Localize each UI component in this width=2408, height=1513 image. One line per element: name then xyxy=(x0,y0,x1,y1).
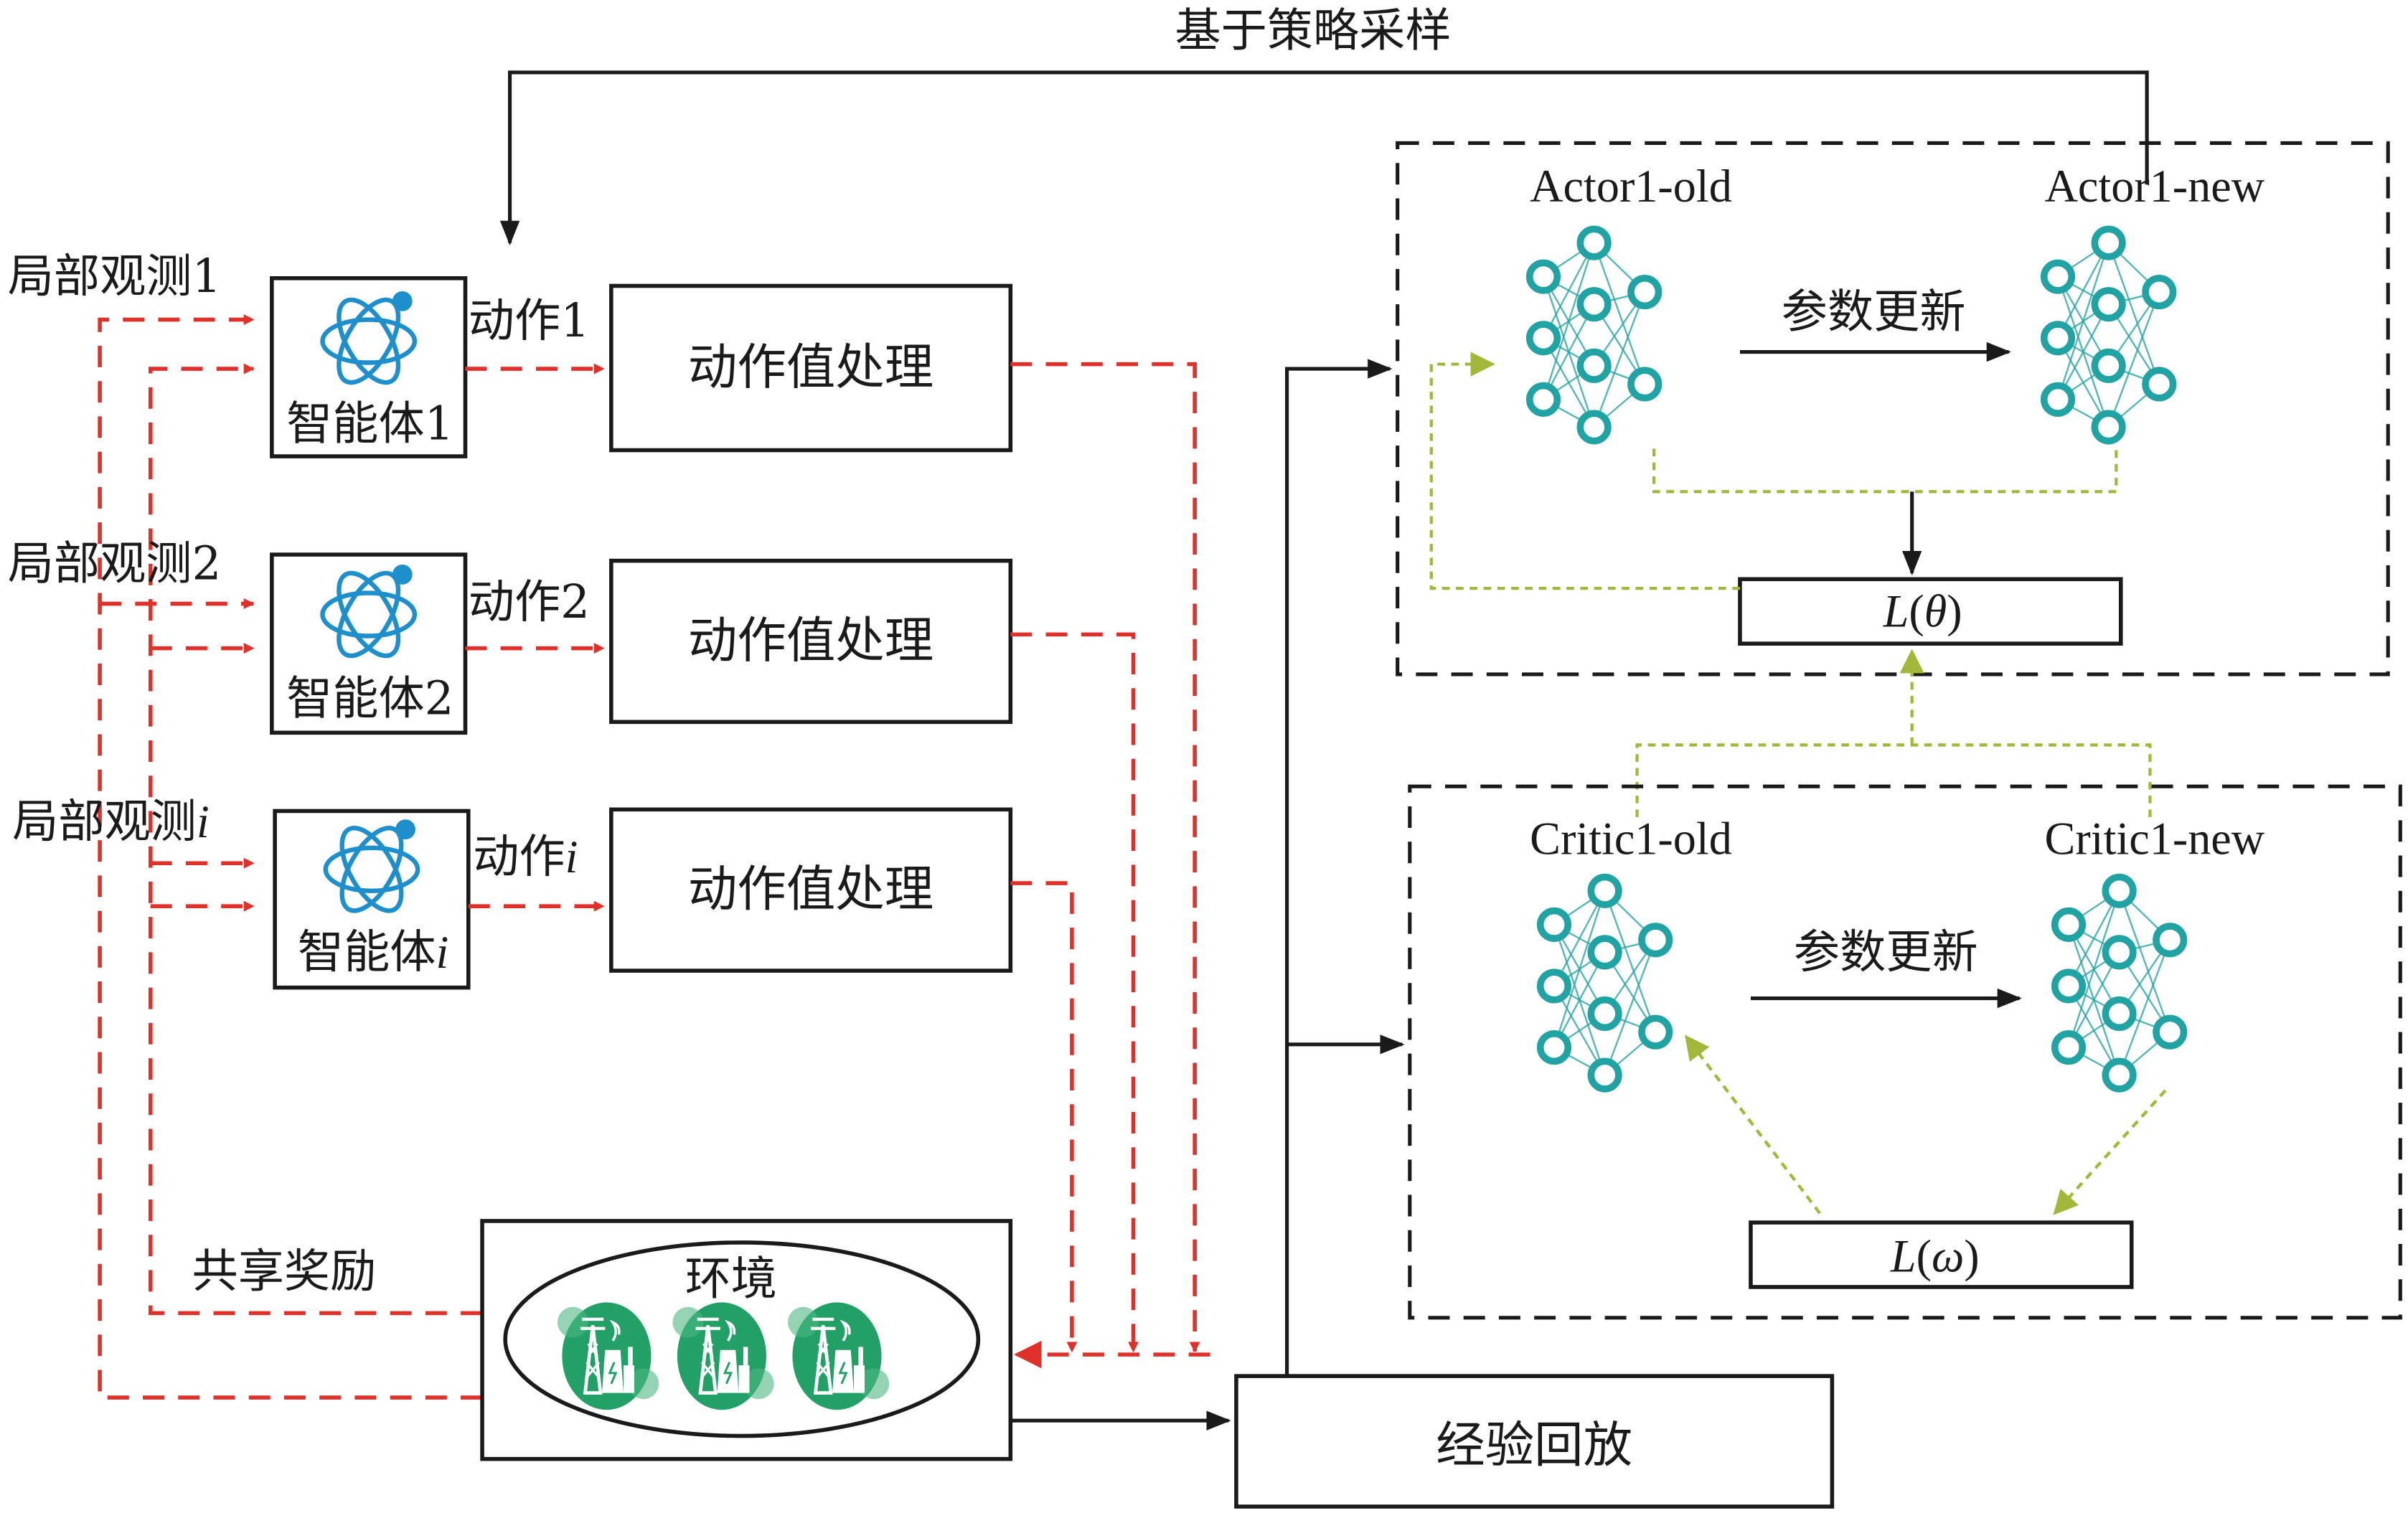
environment-ellipse xyxy=(503,1240,981,1438)
neural-network-icon xyxy=(2055,877,2184,1089)
agent-label-2: 智能体2 xyxy=(286,672,453,726)
actor-region: Actor1-old Actor1-new 参数更新 L(θ) xyxy=(1396,141,2390,677)
agent-box-2[interactable] xyxy=(270,552,468,735)
neural-network-icon xyxy=(1541,877,1670,1089)
experience-replay-box[interactable] xyxy=(1234,1374,1835,1509)
actor-loss-label: L(θ) xyxy=(1883,586,1962,637)
actor-update-label: 参数更新 xyxy=(1782,285,1966,339)
agent-row-i: 局部观测i 智能体i 动作i 动作值处理 xyxy=(12,795,1078,1353)
environment-label: 环境 xyxy=(685,1253,777,1306)
action-label-1: 动作1 xyxy=(469,294,590,348)
action-processor-label-i: 动作值处理 xyxy=(688,861,933,918)
replay-feed-lines xyxy=(1285,359,1405,1377)
action-processor-label-2: 动作值处理 xyxy=(688,612,933,669)
action-label-i: 动作i xyxy=(473,830,578,884)
action-processor-box-2[interactable] xyxy=(609,558,1013,725)
critic-new-label: Critic1-new xyxy=(2045,813,2265,864)
agent-label-1: 智能体1 xyxy=(286,397,453,451)
action-processor-box-i[interactable] xyxy=(609,807,1013,973)
policy-sampling-label: 基于策略采样 xyxy=(1175,4,1451,58)
neural-network-icon xyxy=(2044,229,2173,440)
actor-new-label: Actor1-new xyxy=(2045,161,2265,212)
action-processor-box-1[interactable] xyxy=(609,283,1013,453)
observation-label-i: 局部观测i xyxy=(12,795,210,849)
actor-loss-feedback-arrow xyxy=(1429,352,1740,590)
critic-region: Critic1-old Critic1-new 参数更新 L(ω) xyxy=(1408,784,2402,1320)
action-processor-label-1: 动作值处理 xyxy=(688,339,933,396)
critic-to-actor-loss-link xyxy=(1635,649,2152,818)
observation-label-1: 局部观测1 xyxy=(8,250,222,303)
shared-reward-label: 共享奖励 xyxy=(192,1245,377,1298)
agent-label-i: 智能体i xyxy=(298,925,448,979)
critic-dashed-box xyxy=(1408,784,2402,1320)
experience-replay-label: 经验回放 xyxy=(1436,1417,1632,1474)
agent-row-1: 局部观测1 智能体1 动作1 动作值处理 xyxy=(8,250,1200,1353)
observation-label-2: 局部观测2 xyxy=(8,537,222,590)
action-label-2: 动作2 xyxy=(469,575,590,629)
critic-loss-box[interactable] xyxy=(1749,1220,2134,1289)
agent-row-2: 局部观测2 智能体2 动作2 动作值处理 xyxy=(8,537,1139,1353)
critic-loss-label: L(ω) xyxy=(1890,1231,1980,1282)
actor-loss-box[interactable] xyxy=(1738,577,2123,646)
policy-sampling-arrow xyxy=(499,70,2149,245)
actor-dashed-box xyxy=(1396,141,2390,677)
environment: 环境 xyxy=(480,1219,1013,1461)
observation-bus xyxy=(98,314,483,1400)
critic-old-label: Critic1-old xyxy=(1530,813,1732,864)
critic-update-label: 参数更新 xyxy=(1794,925,1978,979)
actor-old-label: Actor1-old xyxy=(1530,161,1732,212)
neural-network-icon xyxy=(1530,229,1659,440)
critic-new-to-loss-arrow xyxy=(2053,1089,2167,1215)
agent-box-i[interactable] xyxy=(273,809,471,990)
critic-loss-feedback-arrow xyxy=(1684,1034,1821,1215)
